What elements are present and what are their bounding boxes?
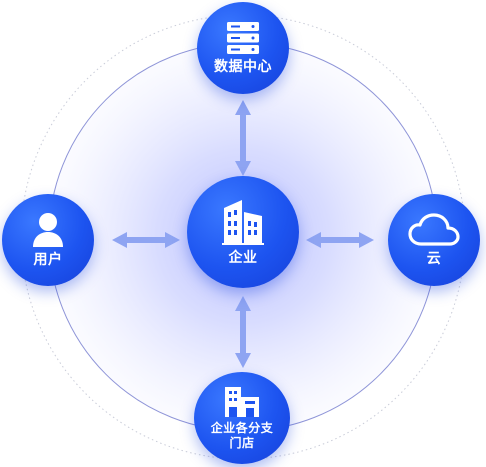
node-user[interactable]: 用户 bbox=[2, 194, 94, 286]
office-building-icon bbox=[222, 199, 264, 245]
node-user-label: 用户 bbox=[33, 251, 63, 268]
cloud-icon bbox=[408, 212, 460, 246]
arrow-center-datacenter bbox=[235, 100, 251, 176]
node-cloud[interactable]: 云 bbox=[388, 194, 480, 286]
arrow-center-cloud bbox=[306, 232, 374, 248]
node-datacenter[interactable]: 数据中心 bbox=[197, 2, 289, 94]
node-enterprise-label: 企业 bbox=[228, 249, 258, 266]
server-rack-icon bbox=[227, 21, 259, 54]
node-enterprise[interactable]: 企业 bbox=[187, 176, 299, 288]
node-branch[interactable]: 企业各分支门店 bbox=[194, 372, 290, 464]
arrow-center-branch bbox=[235, 296, 251, 368]
node-cloud-label: 云 bbox=[426, 250, 442, 267]
storefront-building-icon bbox=[225, 387, 259, 417]
user-icon bbox=[33, 212, 63, 247]
arrow-center-user bbox=[112, 232, 180, 248]
node-branch-label: 企业各分支门店 bbox=[210, 421, 274, 450]
node-datacenter-label: 数据中心 bbox=[214, 58, 272, 75]
